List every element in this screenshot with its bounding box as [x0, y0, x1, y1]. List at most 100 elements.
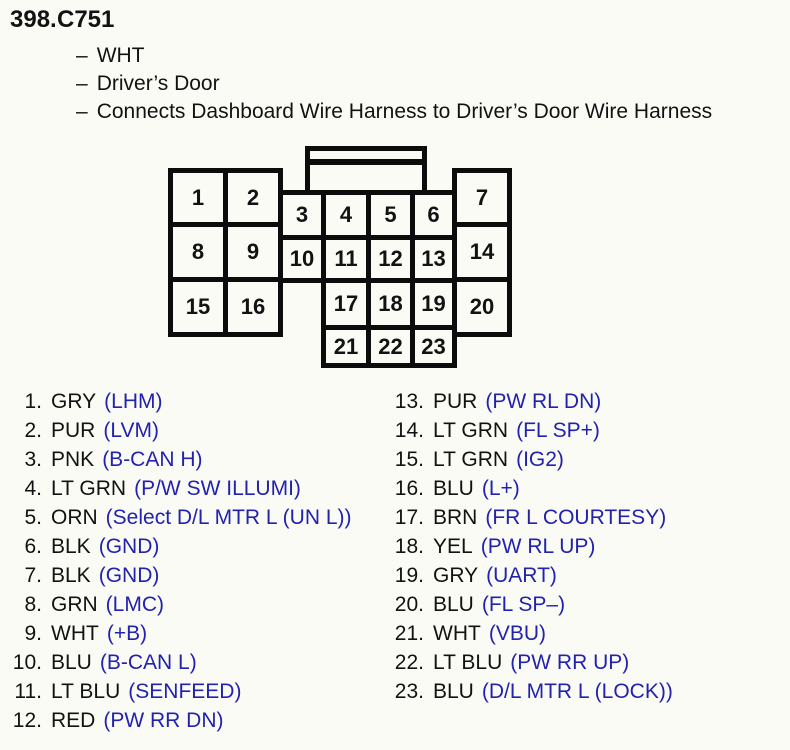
signal-name: (GND)	[98, 564, 160, 587]
pin-row-16: 16.BLU(L+)	[388, 474, 673, 503]
connector-cell-13: 13	[410, 235, 457, 283]
detail-text: WHT	[96, 44, 145, 67]
pin-row-6: 6. BLK (GND)	[12, 532, 351, 561]
wire-color: BRN	[433, 506, 478, 529]
pin-number: 5.	[24, 506, 42, 529]
pin-number: 11.	[14, 680, 42, 703]
signal-name: (D/L MTR L (LOCK))	[481, 680, 673, 703]
dash-bullet: –	[76, 72, 88, 95]
pin-number: 17.	[394, 506, 424, 529]
pin-row-19: 19.GRY(UART)	[388, 561, 673, 590]
pin-row-17: 17.BRN(FR L COURTESY)	[388, 503, 673, 532]
connector-cell-15: 15	[168, 277, 228, 337]
pin-row-4: 4.LT GRN(P/W SW ILLUMI)	[12, 474, 351, 503]
dash-bullet: –	[76, 44, 88, 67]
signal-name: (PW RL UP)	[480, 535, 596, 558]
pin-number: 18.	[394, 535, 424, 558]
pin-number: 3.	[24, 448, 42, 471]
connector-cell-18: 18	[366, 278, 415, 330]
connector-cell-16: 16	[223, 277, 283, 337]
wire-color: GRN	[51, 593, 98, 616]
signal-name: (B-CAN H)	[102, 448, 203, 471]
wire-color: GRY	[51, 390, 97, 413]
pin-number: 1.	[24, 390, 42, 413]
signal-name: (PW RR DN)	[103, 709, 224, 732]
pin-row-18: 18. YEL (PW RL UP)	[388, 532, 673, 561]
connector-cell-21: 21	[321, 325, 371, 368]
detail-function: – Connects Dashboard Wire Harness to Dri…	[76, 98, 712, 126]
pin-row-23: 23. BLU (D/L MTR L (LOCK))	[388, 677, 673, 706]
pin-row-7: 7. BLK (GND)	[12, 561, 351, 590]
wire-color: LT BLU	[51, 680, 121, 703]
pin-row-12: 12.RED(PW RR DN)	[12, 706, 351, 735]
wire-color: BLU	[433, 477, 474, 500]
pin-number: 22.	[394, 651, 424, 674]
detail-text: Driver’s Door	[96, 72, 220, 95]
signal-name: (FL SP–)	[481, 593, 566, 616]
connector-cell-3: 3	[278, 190, 326, 240]
connector-cell-12: 12	[366, 235, 415, 283]
connector-details: – WHT – Driver’s Door – Connects Dashboa…	[76, 42, 712, 126]
latch-tab-line	[310, 159, 422, 165]
detail-color: – WHT	[76, 42, 712, 70]
connector-cell-8: 8	[168, 222, 228, 282]
signal-name: (FL SP+)	[516, 419, 600, 442]
connector-cell-23: 23	[410, 325, 457, 368]
pin-number: 16.	[394, 477, 424, 500]
connector-cell-6: 6	[410, 190, 457, 240]
pin-number: 21.	[394, 622, 424, 645]
wire-color: RED	[51, 709, 96, 732]
signal-name: (IG2)	[516, 448, 564, 471]
connector-cell-10: 10	[278, 235, 326, 283]
pin-number: 10.	[12, 651, 42, 674]
pin-number: 23.	[394, 680, 424, 703]
pin-row-5: 5.ORN(Select D/L MTR L (UN L))	[12, 503, 351, 532]
signal-name: (SENFEED)	[128, 680, 242, 703]
signal-name: (GND)	[98, 535, 160, 558]
wire-color: BLU	[433, 680, 474, 703]
pin-row-1: 1. GRY (LHM)	[12, 387, 351, 416]
connector-cell-7: 7	[452, 168, 512, 227]
pin-number: 8.	[24, 593, 42, 616]
connector-cell-11: 11	[321, 235, 371, 283]
pin-row-20: 20.BLU(FL SP–)	[388, 590, 673, 619]
pin-number: 19.	[394, 564, 424, 587]
connector-cell-22: 22	[366, 325, 415, 368]
pin-number: 15.	[394, 448, 424, 471]
wire-color: ORN	[51, 506, 98, 529]
pin-row-9: 9.WHT(+B)	[12, 619, 351, 648]
signal-name: (LHM)	[104, 390, 163, 413]
signal-name: (P/W SW ILLUMI)	[134, 477, 301, 500]
pin-list-right: 13.PUR(PW RL DN)14.LT GRN(FL SP+)15.LT G…	[388, 387, 673, 706]
pin-number: 6.	[24, 535, 42, 558]
detail-text: Connects Dashboard Wire Harness to Drive…	[96, 100, 713, 123]
connector-id: C751	[57, 6, 115, 33]
signal-name: (VBU)	[488, 622, 546, 645]
connector-cell-4: 4	[321, 190, 371, 240]
signal-name: (LMC)	[105, 593, 164, 616]
connector-cell-19: 19	[410, 278, 457, 330]
pin-row-8: 8. GRN (LMC)	[12, 590, 351, 619]
wire-color: PUR	[433, 390, 478, 413]
pin-number: 2.	[24, 419, 42, 442]
detail-location: – Driver’s Door	[76, 70, 712, 98]
wire-color: GRY	[433, 564, 479, 587]
wire-color: BLK	[51, 535, 91, 558]
connector-cell-17: 17	[321, 278, 371, 330]
pin-number: 9.	[24, 622, 42, 645]
signal-name: (PW RR UP)	[510, 651, 630, 674]
wire-color: BLK	[51, 564, 91, 587]
dash-bullet: –	[76, 100, 88, 123]
wire-color: LT GRN	[51, 477, 127, 500]
connector-cell-2: 2	[223, 168, 283, 227]
connector-cell-5: 5	[366, 190, 415, 240]
pin-row-21: 21.WHT(VBU)	[388, 619, 673, 648]
pin-number: 14.	[394, 419, 424, 442]
pin-number: 7.	[24, 564, 42, 587]
wire-color: YEL	[433, 535, 473, 558]
connector-latch-tab	[305, 146, 427, 195]
pin-number: 13.	[394, 390, 424, 413]
pin-row-13: 13.PUR(PW RL DN)	[388, 387, 673, 416]
pin-row-22: 22.LT BLU(PW RR UP)	[388, 648, 673, 677]
pin-row-14: 14.LT GRN(FL SP+)	[388, 416, 673, 445]
